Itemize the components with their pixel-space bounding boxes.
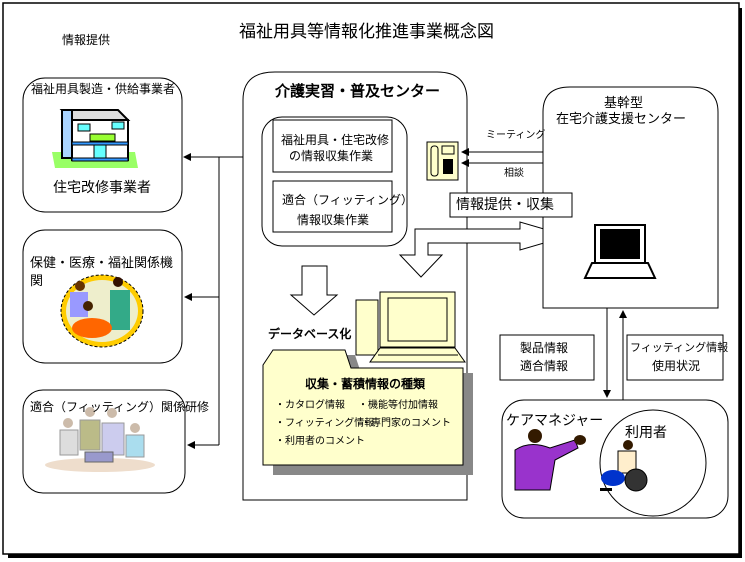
task1-line1: 福祉用具・住宅改修 xyxy=(281,133,390,147)
phone-icon-left xyxy=(426,141,459,181)
right-title-1: 基幹型 xyxy=(604,96,644,111)
folder-item: ・フィッティング情報 xyxy=(275,418,375,429)
medical-title: 保健・医療・福祉関係機 xyxy=(30,256,174,271)
task2-line1: 適合（フィッティング） xyxy=(282,193,414,207)
care-manager-image xyxy=(514,429,586,491)
info-down-box xyxy=(499,334,595,381)
exchange-label: 情報提供・収集 xyxy=(456,197,554,213)
task1-line2: の情報収集作業 xyxy=(289,149,374,163)
folder-item: ・機能等付加情報 xyxy=(358,400,438,411)
medical-staff-image xyxy=(60,274,144,348)
info-down-line2: 適合情報 xyxy=(520,359,569,373)
building-icon xyxy=(52,109,138,168)
folder-item: ・利用者のコメント xyxy=(275,436,365,447)
task2-line2: 情報収集作業 xyxy=(297,213,370,227)
medical-title-2: 関 xyxy=(30,274,44,289)
folder-item: ・専門家のコメント xyxy=(361,418,451,429)
user-label: 利用者 xyxy=(625,425,667,441)
care-manager-label: ケアマネジャー xyxy=(506,413,604,429)
right-box xyxy=(542,86,719,309)
right-title-2: 在宅介護支援センター xyxy=(556,112,687,127)
database-down-arrow xyxy=(289,265,339,316)
laptop-icon xyxy=(583,224,657,279)
center-title: 介護実習・普及センター xyxy=(275,82,441,100)
info-up-line1: フィッティング情報 xyxy=(630,341,729,354)
training-group-image xyxy=(45,407,155,472)
page-title: 福祉用具等情報化推進事業概念図 xyxy=(239,22,494,42)
computer-icon xyxy=(355,291,466,363)
info-up-box xyxy=(626,334,724,381)
info-down-line1: 製品情報 xyxy=(520,341,569,355)
consult-label: 相談 xyxy=(504,168,524,179)
task-box-collection xyxy=(272,119,393,173)
user-circle xyxy=(599,409,707,517)
wheelchair-user-image xyxy=(600,440,648,492)
folder-item: ・カタログ情報 xyxy=(275,400,345,411)
home-renovation-label: 住宅改修事業者 xyxy=(53,180,151,196)
training-title: 適合（フィッティング）関係研修 xyxy=(30,400,210,414)
manufacturers-title: 福祉用具製造・供給事業者 xyxy=(31,82,176,96)
folder-title: 収集・蓄積情報の種類 xyxy=(305,377,426,391)
exchange-bent-arrow xyxy=(398,221,570,278)
folder xyxy=(262,349,464,466)
info-provision-label: 情報提供 xyxy=(62,33,111,47)
database-label: データベース化 xyxy=(268,327,352,341)
task-box-fitting xyxy=(272,180,393,233)
info-up-line2: 使用状況 xyxy=(652,359,701,373)
meeting-label: ミーティング xyxy=(486,130,546,141)
